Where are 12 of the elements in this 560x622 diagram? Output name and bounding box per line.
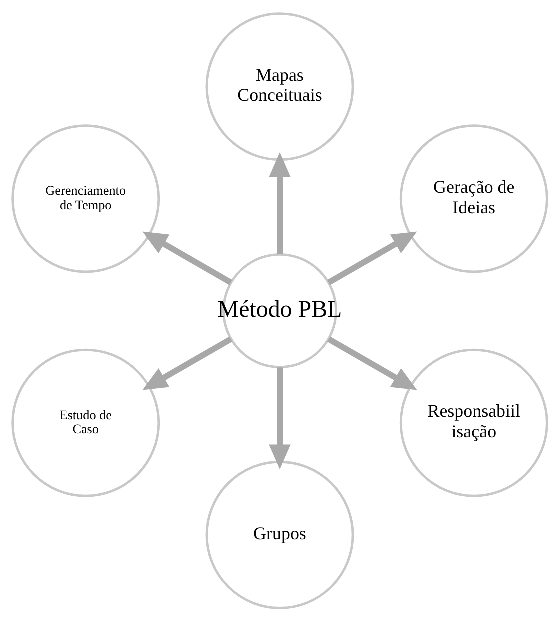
arrow bbox=[269, 368, 291, 470]
arrow bbox=[328, 336, 418, 390]
arrow bbox=[269, 152, 291, 254]
arrow bbox=[328, 232, 418, 286]
node-circle: Geração de Ideias bbox=[400, 124, 548, 274]
node-circle: Gerenciamento de Tempo bbox=[12, 124, 160, 274]
node-circle: Estudo de Caso bbox=[12, 348, 160, 498]
arrow bbox=[142, 232, 232, 286]
node-circle: Mapas Conceituais bbox=[206, 12, 354, 162]
arrow bbox=[142, 336, 232, 390]
node-circle: Grupos bbox=[206, 460, 354, 610]
node-circle: Responsabiil isação bbox=[400, 348, 548, 498]
